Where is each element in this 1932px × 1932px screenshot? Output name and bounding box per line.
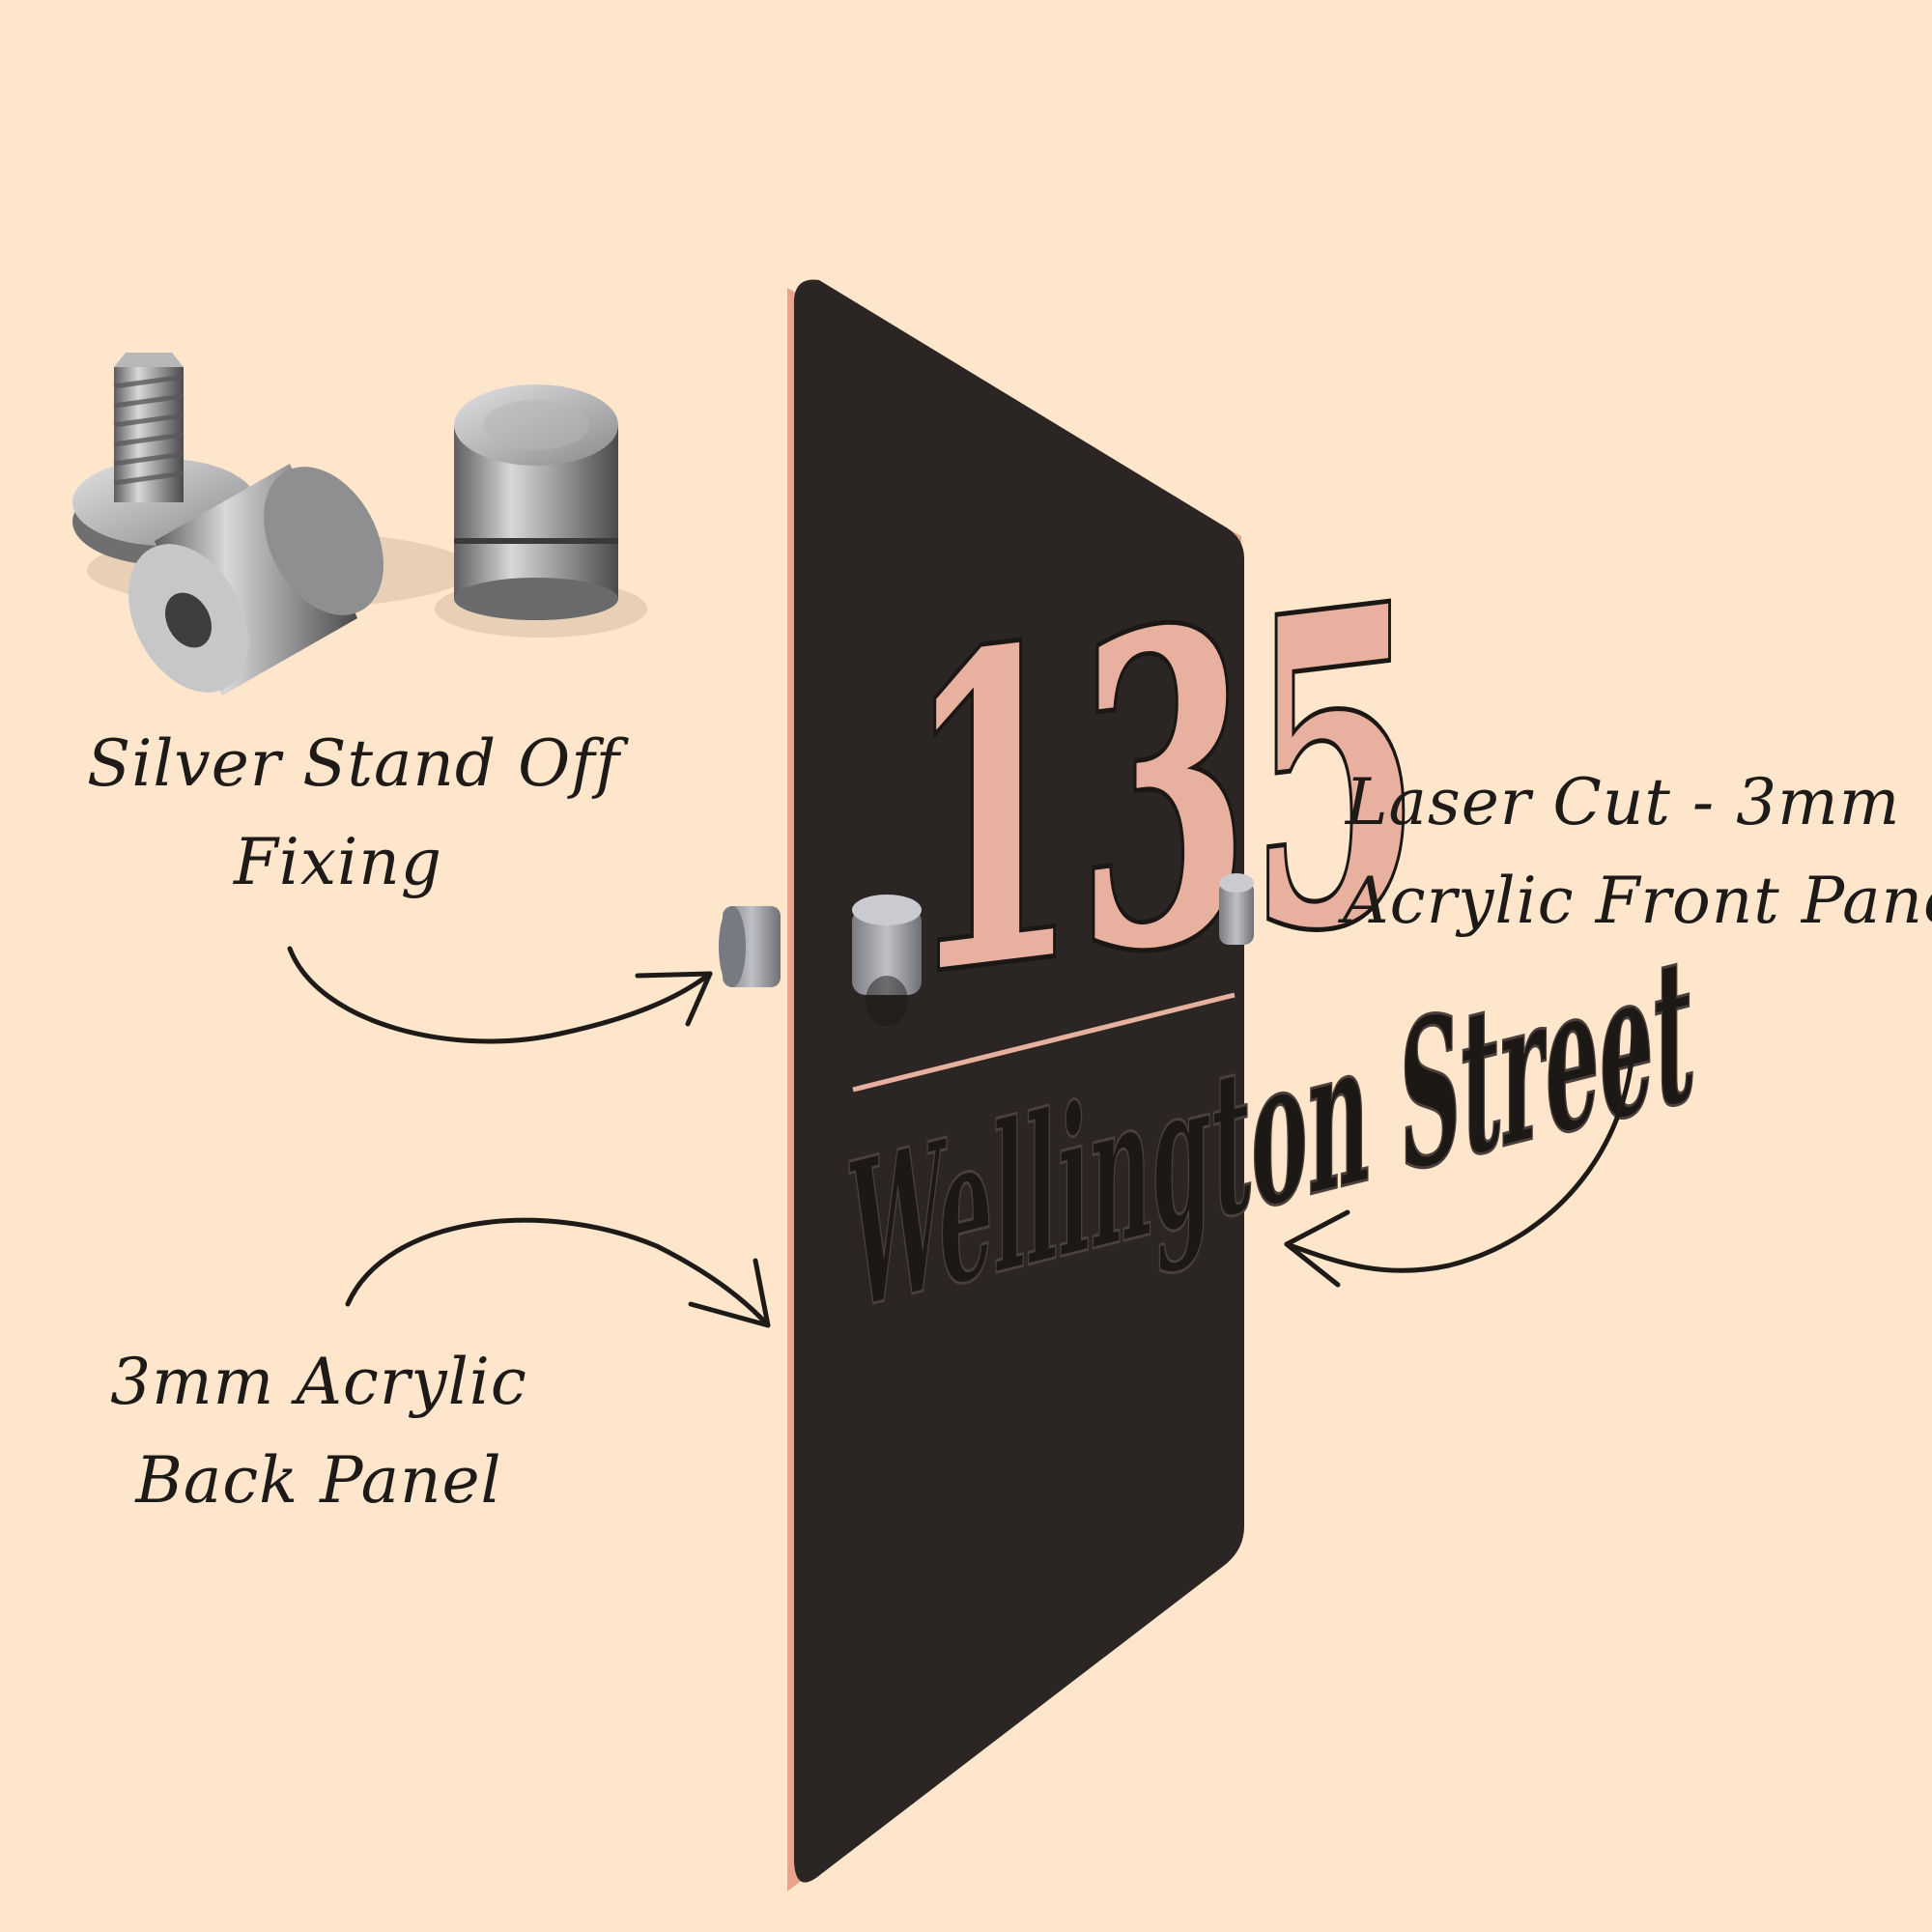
bolt-left-front: [852, 895, 922, 1026]
annotation-back-panel-line1: 3mm Acrylic: [110, 1345, 527, 1419]
annotation-front-panel: Laser Cut - 3mm Acrylic Front Panel: [1343, 753, 1932, 952]
standoff-screw-icon: [72, 353, 256, 565]
arrow-standoff: [287, 946, 713, 1044]
annotation-standoff-line1: Silver Stand Off: [87, 726, 621, 801]
arrow-icon: [287, 946, 1636, 1328]
annotation-standoff-line2: Fixing: [234, 825, 442, 900]
house-number: 135: [906, 511, 1421, 1071]
annotation-back-panel: 3mm Acrylic Back Panel: [106, 1333, 531, 1531]
front-panel: [793, 279, 1244, 1883]
divider-line: [852, 992, 1236, 1093]
standoff-hardware: [72, 353, 647, 696]
standoff-cap-icon: [454, 384, 618, 620]
bolt-right-front: [1219, 873, 1254, 945]
arrow-back-panel: [345, 1217, 771, 1328]
standoff-barrel-icon: [128, 464, 384, 696]
annotation-front-panel-line1: Laser Cut - 3mm: [1345, 765, 1901, 839]
house-sign: 135 Wellington Street: [719, 279, 1693, 1891]
arrow-front-panel: [1284, 1007, 1636, 1273]
annotation-front-panel-line2: Acrylic Front Panel: [1343, 864, 1932, 939]
bolt-left-rear: [719, 906, 781, 987]
annotation-back-panel-line2: Back Panel: [135, 1443, 502, 1519]
annotation-standoff: Silver Stand Off Fixing: [87, 715, 621, 913]
